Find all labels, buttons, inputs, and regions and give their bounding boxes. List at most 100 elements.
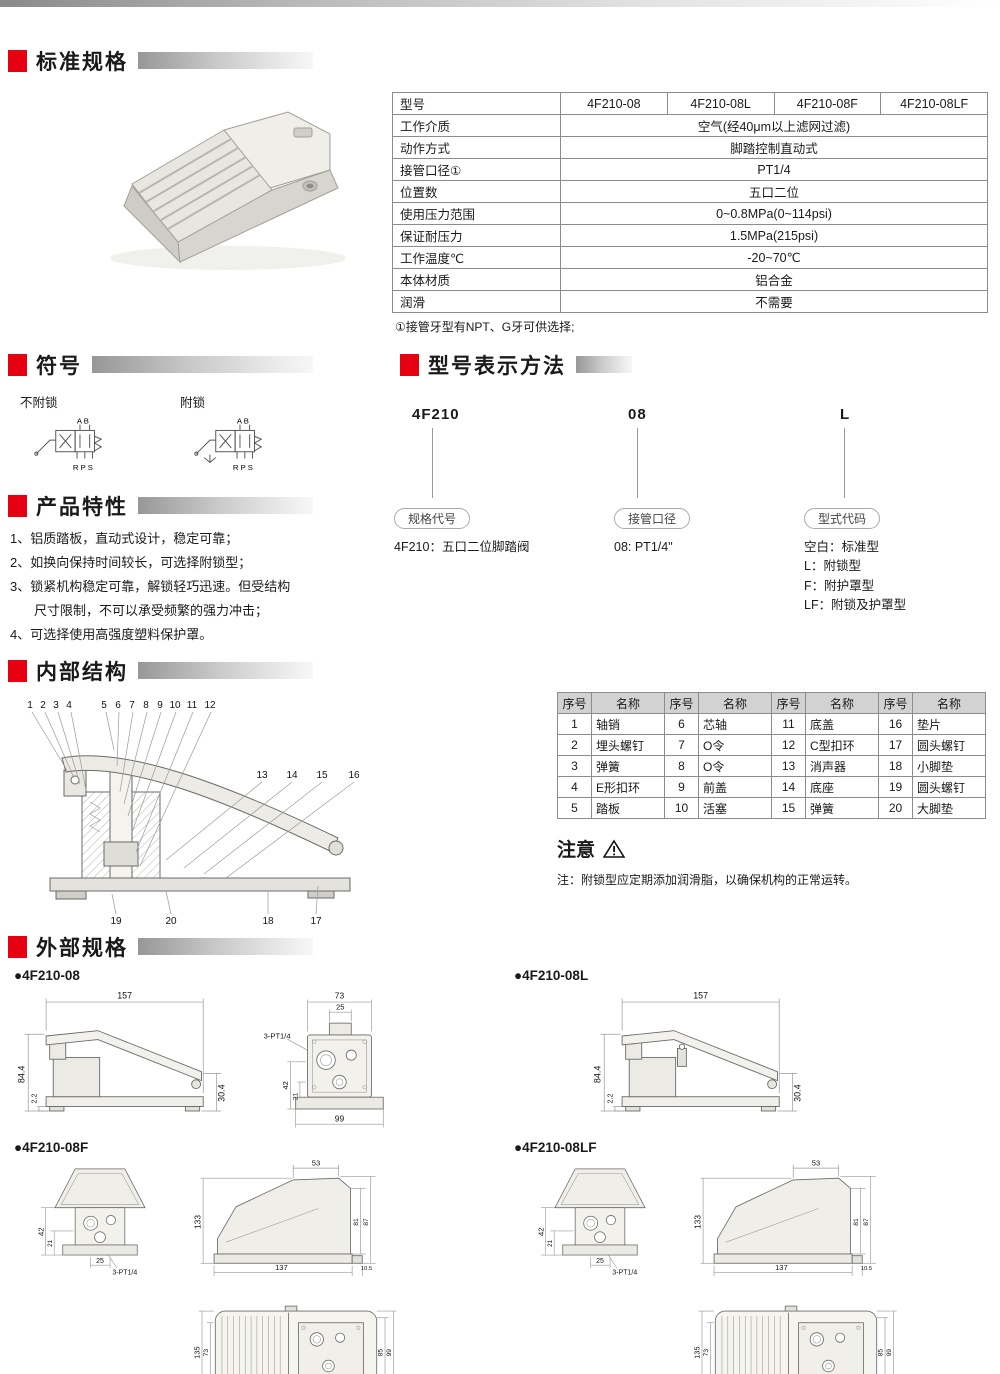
spec-footnote: ①接管牙型有NPT、G牙可供选择;	[395, 320, 575, 334]
parts-cell: 16	[878, 713, 913, 736]
dim-foot-height: 2.2	[606, 1094, 614, 1104]
parts-header-row: 序号 名称 序号 名称 序号 名称 序号 名称	[557, 692, 986, 715]
section-header-features: 产品特性	[8, 492, 313, 519]
section-marker	[8, 659, 27, 682]
parts-cell: 2	[557, 734, 592, 757]
spec-label-cell: 本体材质	[392, 268, 561, 291]
section-bar	[576, 356, 632, 373]
section-title-symbol: 符号	[36, 354, 82, 378]
callout-8: 8	[143, 700, 149, 711]
dim-base-width: 99	[335, 1114, 345, 1124]
spec-row: 工作介质空气(经40μm以上滤网过滤)	[392, 114, 988, 137]
dim-stem-width: 25	[336, 1003, 344, 1012]
parts-cell: 19	[878, 776, 913, 799]
dim-port-spacing: 25	[596, 1258, 604, 1265]
parts-cell: 前盖	[698, 776, 772, 799]
bottom-view-08lf: 135 73 85 99 6.8 24 75.7 3 170 200 245	[692, 1305, 897, 1374]
hood-side-view-08f: 53 133 81 87 137 10.5	[193, 1159, 376, 1277]
parts-cell: 弹簧	[805, 797, 879, 820]
parts-cell: 20	[878, 797, 913, 820]
valve-symbols: 不附锁 A B R P S	[20, 392, 392, 482]
section-marker	[8, 935, 27, 958]
hood-side-view-08lf: 53 133 81 87 137 10.5	[693, 1159, 876, 1277]
parts-cell: 13	[771, 755, 806, 778]
spec-row: 位置数五口二位	[392, 180, 988, 203]
section-marker	[8, 49, 27, 72]
dim-bottom-105: 10.5	[861, 1266, 873, 1272]
feature-item: 3、锁紧机构稳定可靠，解锁轻巧迅速。但受结构	[10, 579, 291, 595]
section-header-spec: 标准规格	[8, 47, 313, 74]
model-group-line: F：附护罩型	[804, 578, 875, 593]
parts-cell: 踏板	[591, 797, 665, 820]
section-title-spec: 标准规格	[36, 50, 128, 74]
model-group-header: 接管口径	[614, 508, 691, 529]
variant-label: ●4F210-08LF	[514, 1140, 597, 1156]
parts-cell: 芯轴	[698, 713, 772, 736]
section-header-internal: 内部结构	[8, 657, 313, 684]
section-header-model: 型号表示方法	[400, 351, 632, 378]
model-group-spec: 规格代号 4F210：五口二位脚踏阀	[394, 508, 529, 557]
dim-left-73: 73	[203, 1349, 210, 1357]
callout-19: 19	[110, 916, 122, 927]
parts-cell: 7	[664, 734, 699, 757]
section-marker	[400, 353, 419, 376]
parts-cell: E形扣环	[591, 776, 665, 799]
internal-structure-drawing: 1 2 3 4 5 6 7 8 9 10 11 12 13 14 15 16 1…	[27, 700, 360, 927]
callout-4: 4	[66, 700, 72, 711]
parts-cell: O令	[698, 734, 772, 757]
dim-overall-height: 84.4	[593, 1066, 603, 1083]
hood-front-view-08lf: 42 21 25 3-PT1/4	[536, 1168, 646, 1276]
feature-item-continued: 尺寸限制，不可以承受频繁的强力冲击；	[34, 603, 269, 619]
section-bar	[138, 662, 313, 680]
dim-overall-length: 157	[693, 991, 708, 1001]
spec-label-cell: 型号	[392, 92, 561, 115]
variant-4f210-08: ●4F210-08	[0, 964, 500, 1136]
valve-symbol-with-lock: A B R P S	[194, 417, 263, 472]
spec-label-cell: 接管口径①	[392, 158, 561, 181]
callout-2: 2	[40, 700, 46, 711]
parts-cell: 1	[557, 713, 592, 736]
model-group-type: 型式代码 空白：标准型 L：附锁型 F：附护罩型 LF：附锁及护罩型	[804, 508, 906, 616]
parts-header-cell: 名称	[912, 692, 986, 715]
spec-row: 本体材质铝合金	[392, 268, 988, 291]
symbol-ports-bottom: R P S	[233, 463, 253, 472]
spec-row: 润滑不需要	[392, 290, 988, 313]
dim-end-height: 30.4	[793, 1085, 803, 1102]
model-group-port: 接管口径 08: PT1/4"	[614, 508, 691, 557]
dim-right-81: 81	[353, 1218, 360, 1226]
parts-cell: 底座	[805, 776, 879, 799]
parts-cell: 圆头螺钉	[912, 734, 986, 757]
symbol-model-section: 符号 不附锁 A B	[0, 351, 1000, 647]
spec-label-cell: 润滑	[392, 290, 561, 313]
parts-cell: 8	[664, 755, 699, 778]
dim-height-42: 42	[36, 1228, 45, 1237]
parts-cell: 5	[557, 797, 592, 820]
dim-bottom-105: 10.5	[361, 1266, 373, 1272]
callout-7: 7	[129, 700, 135, 711]
note-block: 注意 注：附锁型应定期添加润滑脂，以确保机构的正常运转。	[557, 835, 986, 888]
spec-row: 动作方式脚踏控制直动式	[392, 136, 988, 159]
section-title-features: 产品特性	[36, 495, 128, 519]
parts-row: 3 弹簧 8 O令 13 消声器 18 小脚垫	[557, 755, 986, 778]
model-group-line: 4F210：五口二位脚踏阀	[394, 540, 530, 554]
model-code-diagram: 4F210 08 L 规格代号 4F210：五口二位脚踏阀 接管口径 08: P…	[392, 382, 990, 622]
dim-height-42: 42	[536, 1228, 545, 1237]
parts-cell: 消声器	[805, 755, 879, 778]
parts-cell: 埋头螺钉	[591, 734, 665, 757]
internal-section: 1 2 3 4 5 6 7 8 9 10 11 12 13 14 15 16 1…	[0, 692, 1000, 927]
model-group-line: L：附锁型	[804, 559, 861, 574]
parts-cell: O令	[698, 755, 772, 778]
parts-table: 序号 名称 序号 名称 序号 名称 序号 名称 1 轴销 6 芯轴 11 底盖 …	[557, 692, 986, 820]
parts-cell: 15	[771, 797, 806, 820]
section-title-external: 外部规格	[36, 936, 128, 960]
parts-row: 2 埋头螺钉 7 O令 12 C型扣环 17 圆头螺钉	[557, 734, 986, 757]
spec-model-cell: 4F210-08F	[773, 92, 882, 115]
symbol-ports-top: A B	[237, 417, 249, 426]
parts-cell: 圆头螺钉	[912, 776, 986, 799]
dim-height-21: 21	[292, 1093, 299, 1101]
parts-header-cell: 名称	[591, 692, 665, 715]
callout-9: 9	[157, 700, 163, 711]
section-bar	[138, 938, 313, 956]
dim-bottom-137: 137	[275, 1263, 288, 1272]
